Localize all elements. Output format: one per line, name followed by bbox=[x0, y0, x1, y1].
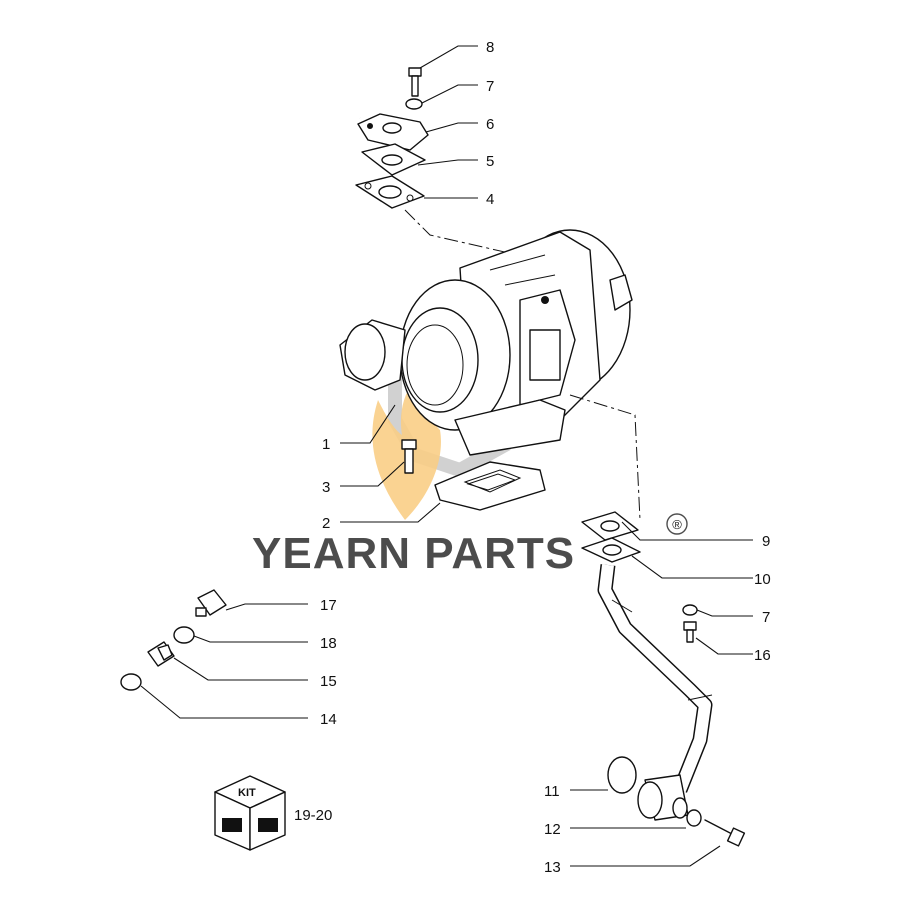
bolt-16 bbox=[683, 621, 697, 643]
registered-mark: ® bbox=[672, 517, 682, 532]
leader-7-bottom bbox=[696, 609, 753, 617]
elbow-fitting bbox=[637, 774, 689, 821]
flange-9 bbox=[581, 511, 639, 541]
callout-14: 14 bbox=[320, 711, 337, 728]
flange-6 bbox=[357, 113, 429, 151]
leader-5 bbox=[417, 159, 478, 166]
callout-1: 1 bbox=[322, 436, 330, 453]
leader-8 bbox=[419, 45, 478, 69]
leader-3 bbox=[340, 461, 405, 487]
banjo-bolt-8 bbox=[408, 67, 422, 97]
oil-return-hose bbox=[597, 564, 713, 793]
callout-18: 18 bbox=[320, 635, 337, 652]
turbocharger-1 bbox=[339, 229, 633, 456]
leader-10 bbox=[631, 555, 753, 579]
callout-17: 17 bbox=[320, 597, 337, 614]
callout-10: 10 bbox=[754, 571, 771, 588]
gasket-2 bbox=[434, 461, 546, 511]
o-ring-11 bbox=[607, 756, 637, 794]
callout-7-top: 7 bbox=[486, 78, 494, 95]
leader-9 bbox=[621, 521, 753, 541]
callout-7-bottom: 7 bbox=[762, 609, 770, 626]
callout-8: 8 bbox=[486, 39, 494, 56]
callout-15: 15 bbox=[320, 673, 337, 690]
callout-4: 4 bbox=[486, 191, 494, 208]
leader-18 bbox=[193, 635, 308, 643]
leader-6 bbox=[425, 122, 478, 133]
callout-11: 11 bbox=[544, 783, 560, 800]
callout-3: 3 bbox=[322, 479, 330, 496]
callout-numbers: 8 7 6 5 4 1 3 2 9 10 7 16 17 18 15 14 11… bbox=[320, 39, 771, 876]
washer-18 bbox=[173, 626, 195, 644]
gasket-5 bbox=[361, 143, 426, 176]
washer-7-bottom bbox=[682, 604, 698, 616]
union-nut-17 bbox=[195, 589, 227, 617]
callout-5: 5 bbox=[486, 153, 494, 170]
callout-2: 2 bbox=[322, 515, 330, 532]
washer-14 bbox=[120, 673, 142, 691]
gasket-10 bbox=[581, 537, 641, 563]
leader-lines bbox=[140, 45, 753, 867]
callout-16: 16 bbox=[754, 647, 771, 664]
washer-12 bbox=[686, 809, 702, 827]
callout-6: 6 bbox=[486, 116, 494, 133]
gasket-4 bbox=[355, 175, 425, 209]
adapter-15 bbox=[147, 641, 175, 667]
leader-16 bbox=[695, 637, 753, 655]
oil-feed-pipe bbox=[194, 108, 361, 608]
kit-reference: 19-20 bbox=[294, 807, 332, 824]
washer-7-top bbox=[405, 98, 423, 110]
callout-9: 9 bbox=[762, 533, 770, 550]
leader-1 bbox=[340, 404, 396, 444]
watermark-text: YEARN PARTS bbox=[252, 529, 575, 578]
leader-13 bbox=[570, 845, 721, 867]
callout-13: 13 bbox=[544, 859, 561, 876]
leader-7-top bbox=[421, 84, 478, 104]
leader-15 bbox=[173, 657, 308, 681]
leader-2 bbox=[340, 502, 441, 523]
callout-12: 12 bbox=[544, 821, 561, 838]
kit-box-label: KIT bbox=[238, 787, 256, 799]
leader-17 bbox=[225, 603, 308, 611]
bolt-3 bbox=[401, 439, 417, 474]
bolt-13 bbox=[704, 819, 746, 847]
kit-box bbox=[214, 775, 286, 851]
leader-14 bbox=[140, 685, 308, 719]
